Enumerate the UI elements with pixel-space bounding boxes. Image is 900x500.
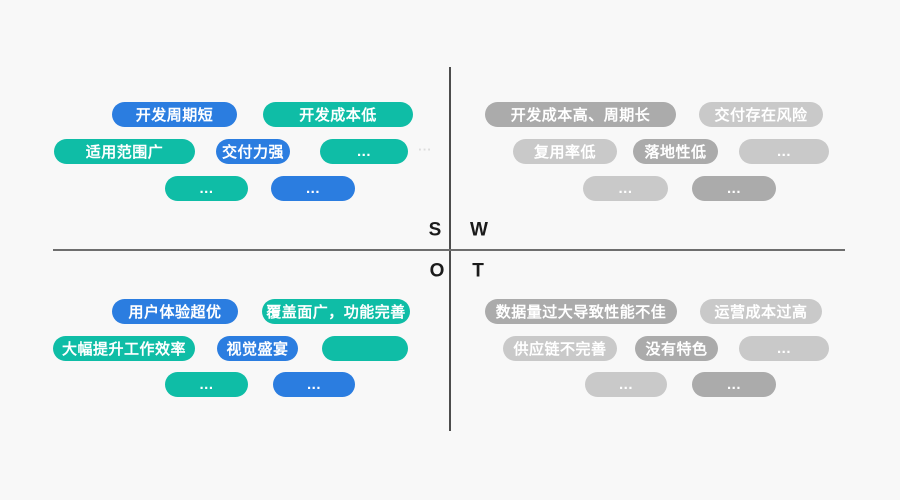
swot-pill-opportunities: 用户体验超优 (112, 299, 238, 324)
swot-pill-threats: 数据量过大导致性能不佳 (485, 299, 677, 324)
swot-pill-weaknesses: ... (692, 176, 776, 201)
swot-pill-threats: 运营成本过高 (700, 299, 822, 324)
swot-pill-threats: ... (585, 372, 667, 397)
swot-pill-weaknesses: 复用率低 (513, 139, 617, 164)
swot-pill-weaknesses: 交付存在风险 (699, 102, 823, 127)
letter-w: W (470, 219, 488, 241)
swot-pill-opportunities (322, 336, 408, 361)
swot-pill-opportunities: ... (165, 372, 248, 397)
swot-pill-opportunities: 视觉盛宴 (217, 336, 298, 361)
swot-pill-opportunities: 大幅提升工作效率 (53, 336, 195, 361)
faint-ellipsis: ... (418, 138, 432, 154)
swot-pill-weaknesses: ... (583, 176, 668, 201)
letter-o: O (429, 260, 445, 282)
swot-pill-weaknesses: 开发成本高、周期长 (485, 102, 676, 127)
horizontal-axis-line (53, 249, 845, 251)
swot-pill-threats: ... (739, 336, 829, 361)
swot-pill-strengths: 开发成本低 (263, 102, 413, 127)
letter-s: S (428, 219, 442, 241)
swot-pill-strengths: 适用范围广 (54, 139, 195, 164)
swot-pill-opportunities: 覆盖面广，功能完善 (262, 299, 410, 324)
swot-pill-strengths: ... (320, 139, 408, 164)
swot-pill-strengths: ... (165, 176, 248, 201)
swot-pill-weaknesses: ... (739, 139, 829, 164)
swot-pill-threats: 供应链不完善 (503, 336, 617, 361)
swot-pill-strengths: 交付力强 (216, 139, 290, 164)
swot-pill-threats: ... (692, 372, 776, 397)
letter-t: T (472, 260, 484, 282)
swot-pill-strengths: 开发周期短 (112, 102, 237, 127)
swot-pill-threats: 没有特色 (635, 336, 718, 361)
swot-pill-opportunities: ... (273, 372, 355, 397)
swot-pill-weaknesses: 落地性低 (633, 139, 718, 164)
swot-pill-strengths: ... (271, 176, 355, 201)
